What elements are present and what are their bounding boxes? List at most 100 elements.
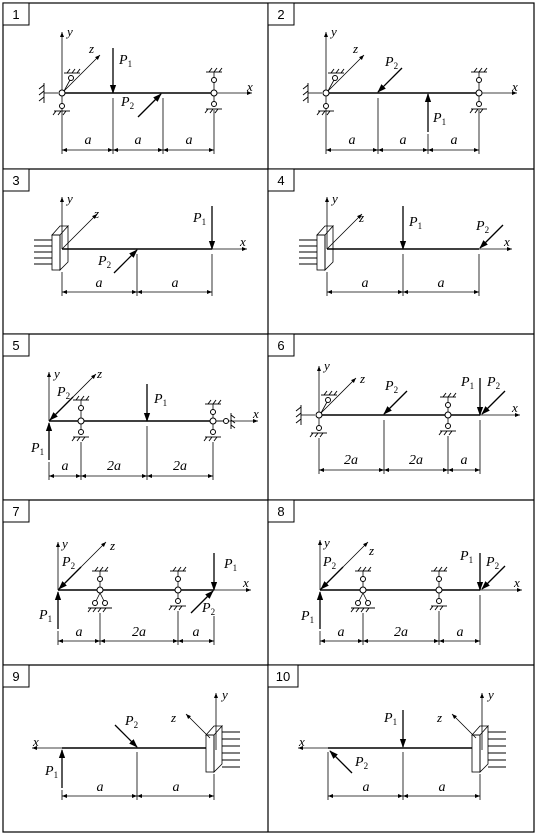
panel-1: 1 y z x xyxy=(2,2,253,154)
dimension-line: a a xyxy=(61,254,213,296)
pin-support xyxy=(87,566,112,613)
panel-5: 5 y z x xyxy=(2,333,259,480)
panel-2: 2 y z x xyxy=(267,2,518,154)
roller-support xyxy=(204,67,223,114)
dimension-label: 2a xyxy=(107,459,121,474)
force-p2-label: P2 xyxy=(354,755,368,771)
force-p2-label: P2 xyxy=(97,254,111,270)
z-axis-label: z xyxy=(436,710,442,725)
dimension-label: a xyxy=(186,133,193,148)
z-axis xyxy=(61,54,101,94)
x-axis-label: x xyxy=(503,234,510,249)
panel-number: 5 xyxy=(12,338,19,353)
panel-number-box xyxy=(2,333,30,357)
z-axis-label: z xyxy=(109,538,115,553)
z-axis xyxy=(451,713,477,739)
dimension-label: 2a xyxy=(344,453,358,468)
y-axis-label: y xyxy=(220,687,228,702)
dimension-label: a xyxy=(173,780,180,795)
z-axis-label: z xyxy=(93,206,99,221)
dimension-label: a xyxy=(400,133,407,148)
force-p2-arrow xyxy=(377,67,403,93)
force-p2-arrow xyxy=(113,249,138,274)
force-p2-arrow xyxy=(481,565,506,590)
fixed-wall-support xyxy=(299,224,334,271)
dimension-label: a xyxy=(362,276,369,291)
x-axis-label: x xyxy=(511,400,518,415)
force-p2-label: P2 xyxy=(124,714,138,730)
panel-number-box xyxy=(2,499,30,523)
x-axis-label: x xyxy=(511,79,518,94)
roller-support xyxy=(469,67,488,114)
panel-number: 1 xyxy=(12,7,19,22)
x-axis-label: x xyxy=(242,575,249,590)
dimension-label: a xyxy=(76,625,83,640)
panel-7: 7 y z x xyxy=(2,499,251,645)
z-axis xyxy=(326,213,363,250)
dimension-label: a xyxy=(62,459,69,474)
panel-number-box xyxy=(267,2,295,26)
dimension-line: a a xyxy=(61,752,215,800)
dimension-label: a xyxy=(85,133,92,148)
z-axis-label: z xyxy=(88,41,94,56)
y-axis-label: y xyxy=(65,24,73,39)
force-p1-label: P1 xyxy=(300,609,314,625)
roller-support xyxy=(438,392,457,436)
force-p2-arrow xyxy=(320,566,344,590)
panel-number: 9 xyxy=(12,669,19,684)
dimension-line: a a xyxy=(327,752,481,800)
dimension-label: 2a xyxy=(394,625,408,640)
y-axis-label: y xyxy=(330,191,338,206)
fixed-wall-support xyxy=(471,724,506,773)
dimension-label: 2a xyxy=(173,459,187,474)
force-p1-label: P1 xyxy=(44,764,58,780)
y-axis-label: y xyxy=(65,191,73,206)
force-p2-label: P2 xyxy=(322,555,336,571)
dimension-label: a xyxy=(172,276,179,291)
dimension-label: a xyxy=(461,453,468,468)
force-p2-arrow xyxy=(58,566,82,590)
z-axis-label: z xyxy=(368,543,374,558)
fixed-wall-support xyxy=(205,724,240,773)
force-p2-label: P2 xyxy=(384,55,398,71)
z-axis xyxy=(318,377,357,416)
dimension-label: a xyxy=(96,276,103,291)
force-p2-label: P2 xyxy=(485,555,499,571)
dimension-label: 2a xyxy=(409,453,423,468)
dimension-line: a a a xyxy=(61,98,215,154)
panel-9: 9 y z x P1 P2 a a xyxy=(2,664,240,800)
panel-number-box xyxy=(267,499,295,523)
force-p1-label: P1 xyxy=(38,608,52,624)
force-p2-arrow xyxy=(114,724,138,748)
panel-number-box xyxy=(2,2,30,26)
pin-support xyxy=(350,566,375,613)
panel-number-box xyxy=(267,333,295,357)
dimension-line: a a a xyxy=(325,98,480,154)
dimension-label: a xyxy=(439,780,446,795)
panel-number: 10 xyxy=(276,669,290,684)
roller-support xyxy=(429,566,448,611)
force-p1-label: P1 xyxy=(460,375,474,391)
y-axis-label: y xyxy=(486,687,494,702)
force-p1-label: P1 xyxy=(223,557,237,573)
dimension-label: a xyxy=(451,133,458,148)
x-axis-label: x xyxy=(239,234,246,249)
dimension-label: 2a xyxy=(132,625,146,640)
x-axis-label: x xyxy=(32,734,39,749)
force-p2-label: P2 xyxy=(384,379,398,395)
panel-number-box xyxy=(267,664,299,688)
panel-3: 3 y z x P1 P2 a a xyxy=(2,168,247,296)
pin-support xyxy=(71,395,90,442)
x-axis-label: x xyxy=(246,79,253,94)
force-p1-label: P1 xyxy=(192,211,206,227)
panel-6: 6 y z x xyxy=(267,333,520,474)
z-axis-label: z xyxy=(170,710,176,725)
panel-number-box xyxy=(2,664,30,688)
dimension-label: a xyxy=(193,625,200,640)
fixed-hinge-support xyxy=(302,68,345,116)
dimension-line: a 2a 2a xyxy=(48,426,214,480)
dimension-label: a xyxy=(349,133,356,148)
y-axis-label: y xyxy=(52,366,60,381)
